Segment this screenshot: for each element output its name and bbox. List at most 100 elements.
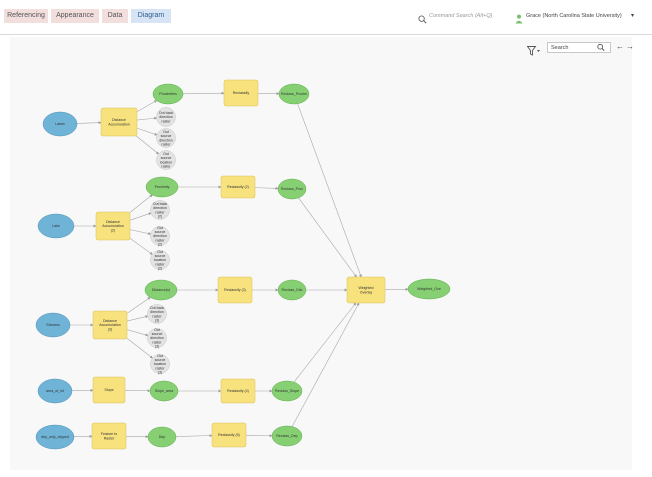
connector-t1-d1a <box>136 116 158 121</box>
connector-t2-o2 <box>129 194 153 213</box>
connector-ro1-ov <box>297 103 362 278</box>
command-search-placeholder: Command Search (Alt+Q) <box>429 13 493 19</box>
node-shape <box>147 328 167 348</box>
node-shape <box>91 422 127 450</box>
node-shape <box>35 424 75 450</box>
node-shape <box>156 107 176 127</box>
output-node-res[interactable]: Weighted_Ove <box>407 278 451 300</box>
node-label: area_of_int <box>46 389 64 393</box>
input-node-in5[interactable]: dep_only_clipped <box>35 424 75 450</box>
input-node-in4[interactable]: area_of_int <box>37 378 73 404</box>
node-shape <box>147 426 177 448</box>
node-shape <box>150 200 170 220</box>
tab-data[interactable]: Data <box>102 9 128 23</box>
node-shape <box>156 128 176 148</box>
input-node-in1[interactable]: Lakes <box>42 111 78 137</box>
connector-t1-o1 <box>136 100 158 112</box>
connector-ro4-ov <box>293 302 357 383</box>
filter-button[interactable] <box>526 43 541 56</box>
node-shape <box>277 178 307 200</box>
input-node-in3[interactable]: Streams <box>35 312 71 338</box>
output-node-ro1[interactable]: Reclass_Proxim <box>278 83 310 105</box>
tool-node-r2[interactable]: Reclassify (2) <box>220 175 256 199</box>
tool-node-t4[interactable]: Slope <box>92 376 126 404</box>
node-label: Reclass_Proxim <box>281 92 307 96</box>
command-search[interactable]: Command Search (Alt+Q) <box>418 9 506 24</box>
diagram-search-input[interactable]: Search <box>547 42 611 53</box>
tab-referencing[interactable]: Referencing <box>4 9 48 23</box>
tab-appearance[interactable]: Appearance <box>51 9 99 23</box>
node-shape <box>407 278 451 300</box>
node-label: Reclass_Slope <box>275 389 299 393</box>
output-node-o3[interactable]: Distance(s) <box>144 279 178 301</box>
tool-node-r3[interactable]: Reclassify (3) <box>217 276 253 304</box>
tab-diagram[interactable]: Diagram <box>131 9 171 23</box>
node-shape <box>150 250 170 270</box>
node-shape <box>147 304 167 324</box>
arrow-right-icon[interactable]: → <box>626 42 634 51</box>
connector-in1-t1 <box>76 121 102 125</box>
input-node-in2[interactable]: Lake <box>37 213 75 239</box>
output-node-o5[interactable]: Dep <box>147 426 177 448</box>
node-shape <box>217 276 253 304</box>
node-shape <box>92 376 126 404</box>
node-shape <box>100 107 138 137</box>
search-icon[interactable] <box>597 43 605 57</box>
filter-icon <box>526 43 540 60</box>
output-node-ro5[interactable]: Reclass_Dep <box>271 425 303 447</box>
node-label: Reclass_Dist <box>282 288 303 292</box>
connector-ro5-ov <box>291 302 360 427</box>
output-node-o1[interactable]: Proximities <box>152 83 184 105</box>
connector-t3-d3c <box>126 338 153 359</box>
connector-t2-d2b <box>129 229 152 235</box>
output-node-ro2[interactable]: Reclass_Prox <box>277 178 307 200</box>
node-shape <box>271 425 303 447</box>
node-shape <box>37 378 73 404</box>
node-label: Lakes <box>55 122 65 126</box>
node-shape <box>150 226 170 246</box>
node-label: Slope <box>104 388 113 392</box>
tool-node-r5[interactable]: Reclassify (5) <box>211 422 247 448</box>
connector-t3-d3b <box>126 329 149 337</box>
output-node-o2[interactable]: Proximity <box>145 176 179 198</box>
connector-o1-r1 <box>182 91 225 95</box>
node-label: Reclassify (3) <box>224 288 246 292</box>
node-shape <box>346 276 386 304</box>
output-node-ro4[interactable]: Reclass_Slope <box>271 380 303 402</box>
node-shape <box>149 380 179 402</box>
node-shape <box>152 83 184 105</box>
output-node-o4[interactable]: Slope_area <box>149 380 179 402</box>
node-label: Lake <box>52 224 60 228</box>
arrow-left-icon[interactable]: ← <box>616 42 624 51</box>
tool-node-r4[interactable]: Reclassify (4) <box>220 378 256 404</box>
connector-o5-r5 <box>175 434 213 438</box>
connector-r2-ro2 <box>254 186 279 190</box>
node-label: Reclassify (4) <box>227 389 249 393</box>
user-account[interactable]: Grace (North Carolina State University) … <box>515 9 637 24</box>
node-shape <box>95 211 131 241</box>
output-node-ro3[interactable]: Reclass_Dist <box>277 279 307 301</box>
connector-t3-o3 <box>126 297 151 314</box>
tool-node-r1[interactable]: Reclassify <box>223 79 259 107</box>
node-label: Dep <box>159 435 166 439</box>
